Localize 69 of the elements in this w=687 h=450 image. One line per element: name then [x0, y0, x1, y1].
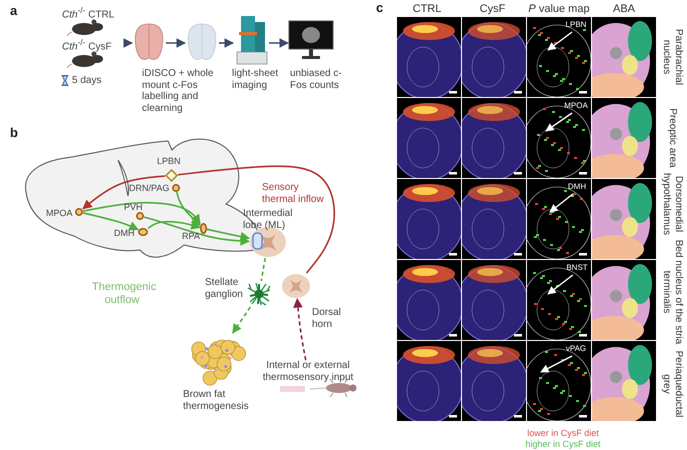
- caption-text: unbiased c-Fos counts: [290, 68, 343, 91]
- arrow: [293, 298, 306, 360]
- region-marker: [200, 223, 207, 234]
- region-label: MPOA: [561, 98, 591, 114]
- row-label: Dorsomedial hypothalamus: [660, 172, 685, 237]
- caption-text: iDISCO + whole mount c-Fos labelling and clearning: [142, 68, 214, 114]
- region-label: DMH: [114, 228, 136, 238]
- monitor-drawing: [288, 20, 334, 60]
- p-value-map-image: [527, 260, 591, 340]
- arrow: [82, 212, 139, 230]
- p-value-map-image: [527, 179, 591, 259]
- arrow: [82, 175, 166, 210]
- caption-text: light-sheet imaging: [232, 68, 280, 91]
- neuron-drawing: [246, 281, 272, 307]
- region-label: LPBN: [157, 156, 182, 166]
- arrow: [166, 38, 186, 48]
- connector-line: [260, 258, 266, 282]
- p-value-map-image: [527, 341, 591, 421]
- arrow: [219, 38, 234, 48]
- caption-text: 5 days: [72, 75, 102, 86]
- arrow: [176, 192, 201, 226]
- arrow: [545, 112, 572, 132]
- legend-text: lower in CysF diet: [526, 428, 600, 438]
- p-value-map-image: [527, 17, 591, 97]
- connector-line: [178, 165, 336, 274]
- column-header: CTRL: [412, 3, 442, 16]
- region-label: BNST: [563, 260, 591, 276]
- column-header: ABA: [612, 3, 636, 16]
- mouse-group-label: Cth$^{-/-}$ CTRL: [62, 6, 114, 21]
- region-label: LPBN: [561, 17, 591, 32]
- annotation-text: Sensory thermal inflow: [262, 182, 324, 205]
- mouse-group-label: Cth$^{-/-}$ CysF: [62, 38, 112, 53]
- arrow: [547, 274, 574, 295]
- column-header: CysF: [478, 3, 506, 16]
- region-label: MPOA: [46, 208, 74, 218]
- region-marker: [165, 169, 178, 182]
- arrow: [206, 228, 250, 242]
- region-marker: [75, 208, 83, 216]
- spinal-cord-section-drawing: [281, 273, 311, 299]
- arrow: [148, 220, 201, 230]
- arrow: [144, 216, 250, 246]
- region-label: vPAG: [561, 341, 591, 356]
- arrow: [82, 202, 201, 224]
- arrow: [123, 38, 133, 48]
- caption-text: Brown fat thermogenesis: [183, 389, 249, 412]
- p-value-map-image: [527, 98, 591, 178]
- caption-text: Dorsal horn: [312, 307, 342, 330]
- arrow: [547, 31, 572, 51]
- panel-letter: c: [376, 1, 384, 16]
- caption-text: Internal or external thermosensory input: [258, 360, 358, 384]
- region-label: DMH: [563, 179, 591, 194]
- row-label: Bed nucleus of the stria terminalis: [660, 239, 685, 345]
- row-label: Parabrachial nucleus: [660, 28, 685, 88]
- panel-letter: a: [10, 4, 18, 19]
- region-label: DRN/PAG: [129, 183, 170, 194]
- arrow: [269, 38, 289, 48]
- row-label: Periaqueductal grey: [660, 350, 685, 420]
- column-header: P value map: [527, 3, 591, 16]
- region-label: PVH: [124, 202, 144, 212]
- panel-letter: b: [10, 126, 18, 141]
- region-label: RPA: [182, 231, 201, 242]
- region-marker: [136, 212, 144, 220]
- legend-text: higher in CysF diet: [524, 439, 602, 450]
- arrow: [540, 355, 572, 373]
- region-marker: [138, 228, 148, 236]
- arrow: [549, 193, 574, 213]
- arrow: [232, 306, 251, 334]
- caption-text: Stellate ganglion: [205, 277, 244, 300]
- region-marker: [172, 184, 180, 192]
